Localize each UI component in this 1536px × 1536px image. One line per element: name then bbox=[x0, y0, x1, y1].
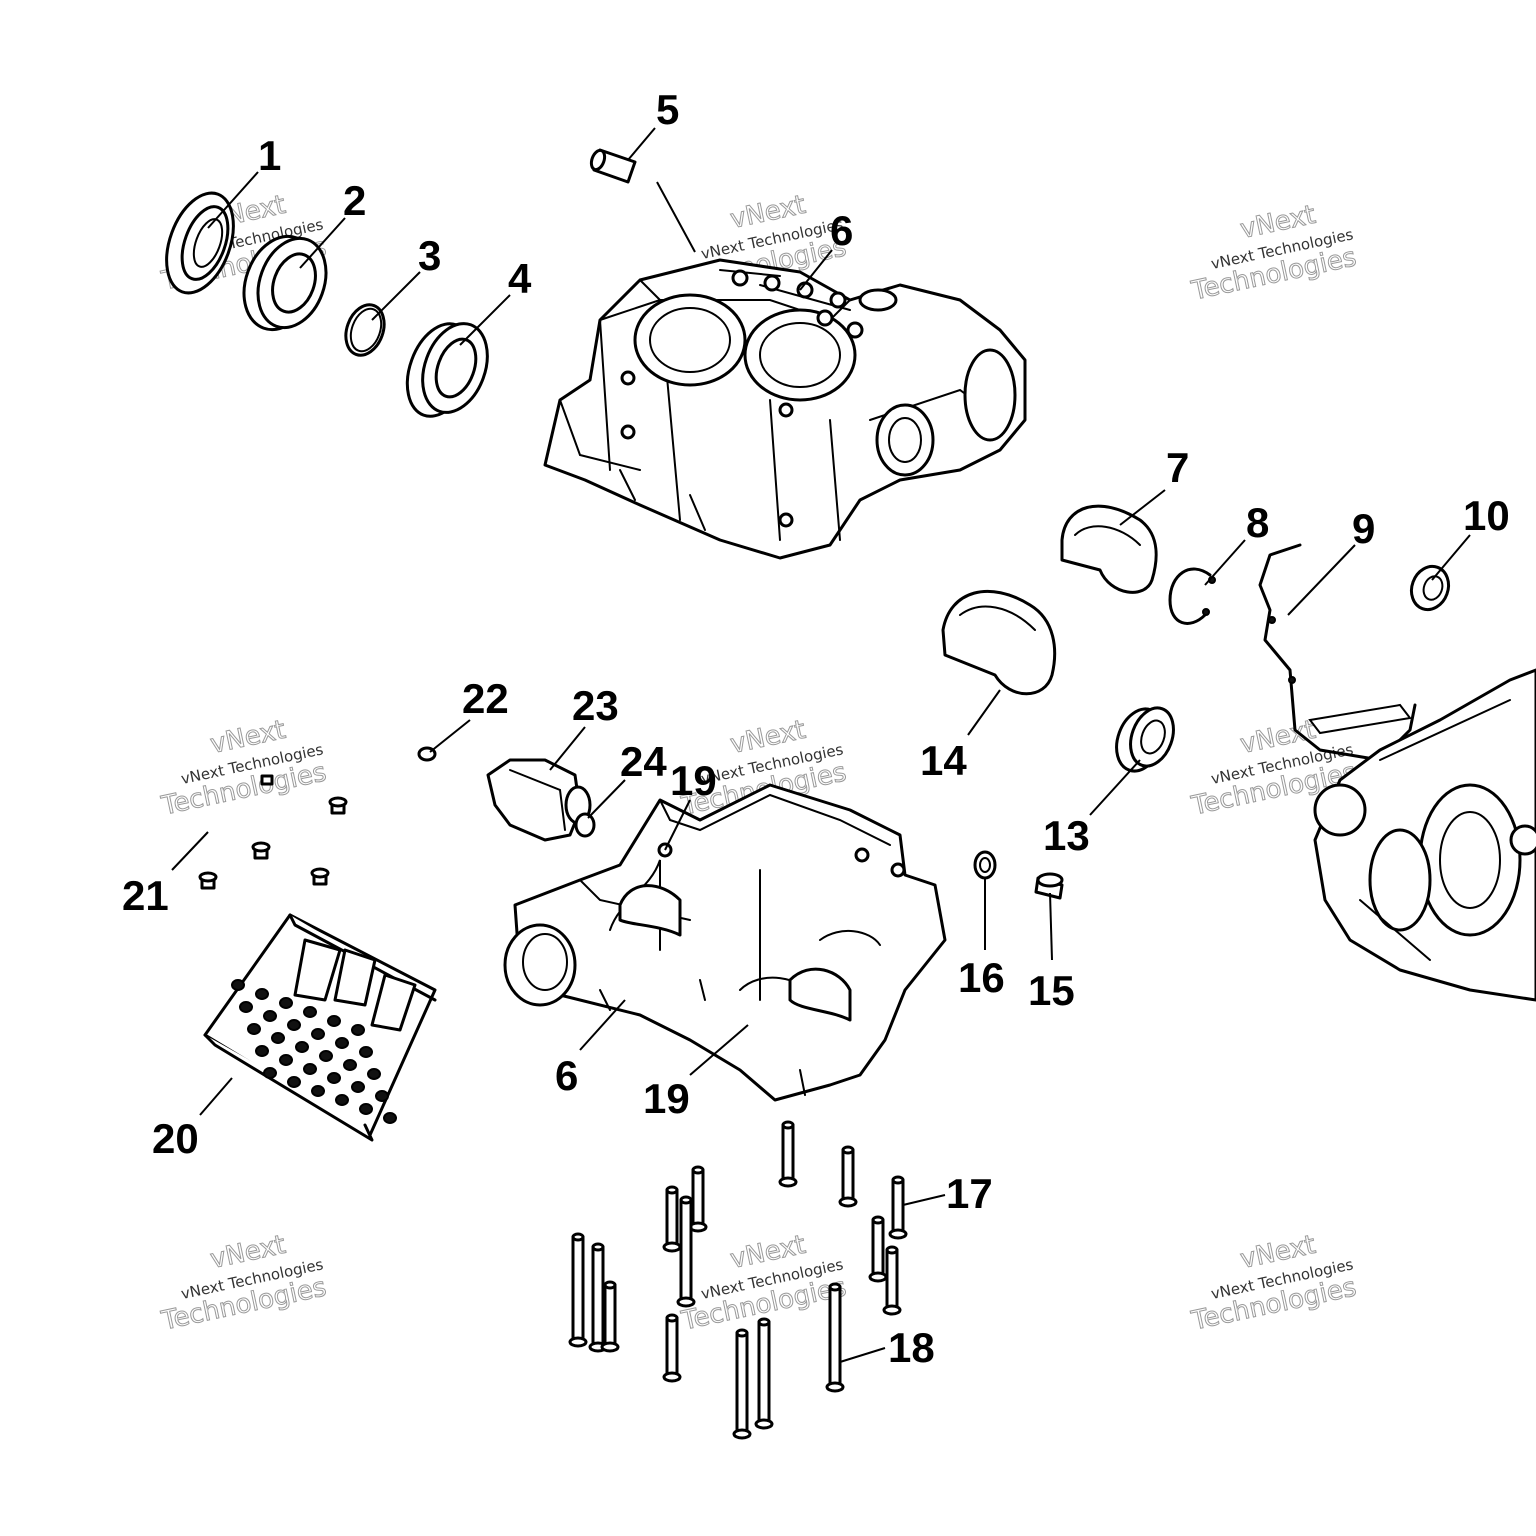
callout-6-lower: 6 bbox=[555, 1052, 578, 1099]
screen-hole bbox=[351, 1024, 365, 1036]
callout-6-upper: 6 bbox=[830, 207, 853, 254]
part-24-o-ring bbox=[574, 812, 596, 838]
part-14-bearing-shell bbox=[941, 589, 1057, 696]
part-6-lower-crankcase bbox=[503, 783, 947, 1102]
part-2-bearing bbox=[242, 234, 328, 332]
callout-16: 16 bbox=[958, 954, 1005, 1001]
bolt bbox=[838, 1145, 858, 1208]
part-13-seal bbox=[1115, 706, 1175, 773]
watermark-bottom-right: vNext vNext Technologies Technologies bbox=[1188, 1229, 1360, 1337]
side-cover bbox=[1313, 668, 1536, 1002]
screen-hole bbox=[367, 1068, 381, 1080]
callout-1: 1 bbox=[258, 132, 281, 179]
bolt bbox=[732, 1328, 752, 1440]
screen-hole bbox=[375, 1090, 389, 1102]
callout-20: 20 bbox=[152, 1115, 199, 1162]
bolt bbox=[676, 1195, 696, 1308]
watermark-bottom-left: vNext vNext Technologies Technologies bbox=[158, 1229, 330, 1337]
callout-15: 15 bbox=[1028, 967, 1075, 1014]
part-4-bearing bbox=[405, 322, 489, 418]
screen-hole bbox=[335, 1094, 349, 1106]
callouts: 1 2 3 4 5 6 6 7 8 9 10 13 14 15 16 17 18… bbox=[122, 86, 1510, 1371]
callout-9: 9 bbox=[1352, 505, 1375, 552]
screen-hole bbox=[335, 1037, 349, 1049]
screen-hole bbox=[295, 1041, 309, 1053]
bolt bbox=[888, 1175, 908, 1240]
part-8-circlip bbox=[1168, 567, 1216, 625]
part-10-seal bbox=[1409, 564, 1451, 612]
screen-hole bbox=[287, 1076, 301, 1088]
callout-19-upper: 19 bbox=[670, 757, 717, 804]
screen-hole bbox=[327, 1015, 341, 1027]
screen-hole bbox=[327, 1072, 341, 1084]
part-17-18-bolts bbox=[568, 1120, 908, 1440]
screen-hole bbox=[311, 1028, 325, 1040]
watermark-top-right: vNext vNext Technologies Technologies bbox=[1188, 199, 1360, 307]
screen-hole bbox=[303, 1006, 317, 1018]
callout-7: 7 bbox=[1166, 444, 1189, 491]
bolt bbox=[754, 1317, 774, 1430]
screen-hole bbox=[287, 1019, 301, 1031]
callout-14: 14 bbox=[920, 737, 967, 784]
callout-21: 21 bbox=[122, 872, 169, 919]
part-6-upper-crankcase bbox=[543, 258, 1027, 560]
part-5-dowel-pin bbox=[589, 148, 637, 184]
part-7-bearing-shell bbox=[1060, 504, 1158, 594]
bolt bbox=[825, 1282, 845, 1393]
part-21-bolts bbox=[198, 774, 348, 890]
screen-hole bbox=[231, 979, 245, 991]
watermark-mid-left: vNext vNext Technologies Technologies bbox=[158, 714, 330, 822]
screen-hole bbox=[343, 1059, 357, 1071]
leader-lines bbox=[171, 127, 1471, 1363]
callout-17: 17 bbox=[946, 1170, 993, 1217]
bolt bbox=[662, 1185, 682, 1253]
callout-5: 5 bbox=[656, 86, 679, 133]
screen-hole bbox=[255, 988, 269, 1000]
callout-4: 4 bbox=[508, 255, 532, 302]
screen-hole bbox=[383, 1112, 397, 1124]
screen-hole bbox=[239, 1001, 253, 1013]
callout-10: 10 bbox=[1463, 492, 1510, 539]
callout-23: 23 bbox=[572, 682, 619, 729]
callout-2: 2 bbox=[343, 177, 366, 224]
screen-hole bbox=[319, 1050, 333, 1062]
part-3-o-ring bbox=[344, 303, 386, 357]
screen-hole bbox=[263, 1067, 277, 1079]
callout-8: 8 bbox=[1246, 499, 1269, 546]
callout-19-lower: 19 bbox=[643, 1075, 690, 1122]
callout-22: 22 bbox=[462, 675, 509, 722]
screen-hole bbox=[359, 1103, 373, 1115]
part-23-housing bbox=[486, 758, 592, 842]
bolt bbox=[688, 1165, 708, 1233]
callout-24: 24 bbox=[620, 738, 667, 785]
screen-hole bbox=[311, 1085, 325, 1097]
bolt bbox=[778, 1120, 798, 1188]
bolt bbox=[600, 1280, 620, 1353]
screen-hole bbox=[279, 997, 293, 1009]
screen-hole bbox=[247, 1023, 261, 1035]
screen-hole bbox=[263, 1010, 277, 1022]
bolt bbox=[868, 1215, 888, 1283]
part-16-washer bbox=[973, 850, 997, 880]
callout-18: 18 bbox=[888, 1324, 935, 1371]
screen-holes bbox=[231, 979, 397, 1124]
callout-13: 13 bbox=[1043, 812, 1090, 859]
screen-hole bbox=[359, 1046, 373, 1058]
part-15-sensor bbox=[1034, 872, 1064, 900]
screen-hole bbox=[279, 1054, 293, 1066]
callout-3: 3 bbox=[418, 232, 441, 279]
part-20-oil-screen bbox=[203, 913, 437, 1142]
bolt bbox=[882, 1245, 902, 1316]
screen-hole bbox=[255, 1045, 269, 1057]
bolt bbox=[662, 1313, 682, 1383]
bolt bbox=[568, 1232, 588, 1348]
screen-hole bbox=[271, 1032, 285, 1044]
screen-hole bbox=[303, 1063, 317, 1075]
screen-hole bbox=[351, 1081, 365, 1093]
